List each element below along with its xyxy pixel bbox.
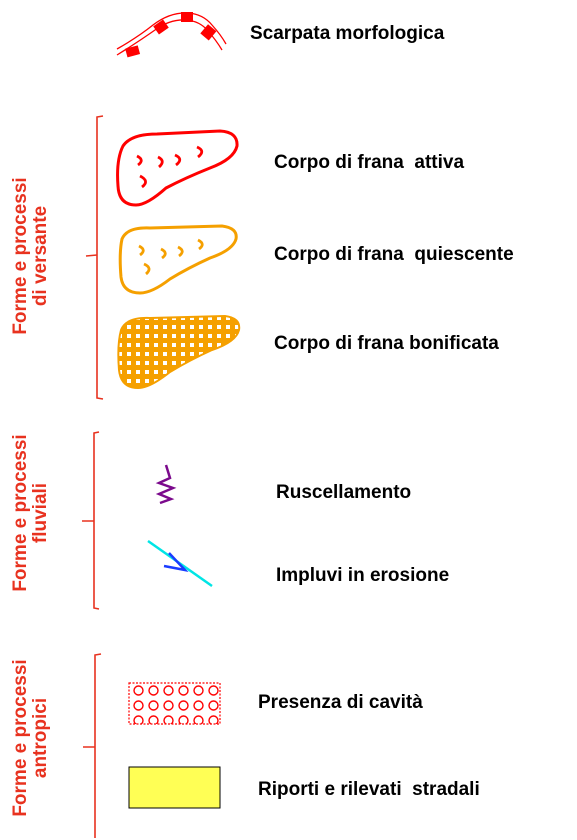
label-landslide-reclaimed: Corpo di frana bonificata	[274, 333, 499, 354]
group-title-anthropic-line2: antropici	[30, 697, 51, 779]
embankment-symbol	[128, 766, 221, 809]
brace-slope	[85, 115, 104, 400]
group-title-fluvial-line1: Forme e processi	[10, 434, 31, 592]
escarpment-symbol	[116, 12, 227, 58]
group-title-fluvial: Forme e processi fluviali	[10, 413, 53, 613]
label-embankments: Riporti e rilevati stradali	[258, 779, 480, 800]
label-landslide-quiescent: Corpo di frana quiescente	[274, 244, 514, 265]
brace-anthropic	[83, 653, 102, 838]
label-escarpment: Scarpata morfologica	[250, 23, 445, 44]
label-landslide-active: Corpo di frana attiva	[274, 152, 465, 173]
group-title-anthropic: Forme e processi antropici	[10, 638, 53, 838]
label-runoff: Ruscellamento	[276, 482, 412, 503]
group-title-slope: Forme e processi di versante	[10, 156, 53, 356]
landslide-active-symbol	[116, 129, 239, 207]
brace-fluvial	[82, 431, 100, 610]
gully-erosion-symbol	[147, 539, 213, 588]
landslide-quiescent-symbol	[118, 224, 238, 295]
label-cavities: Presenza di cavità	[258, 692, 423, 713]
group-title-slope-line1: Forme e processi	[10, 177, 31, 335]
runoff-symbol	[155, 464, 177, 505]
cavity-symbol	[128, 682, 221, 725]
landslide-reclaimed-symbol	[117, 314, 241, 390]
group-title-anthropic-line1: Forme e processi	[10, 659, 31, 817]
label-gully-erosion: Impluvi in erosione	[276, 565, 450, 586]
group-title-fluvial-line2: fluviali	[30, 482, 51, 544]
group-title-slope-line2: di versante	[30, 205, 51, 307]
